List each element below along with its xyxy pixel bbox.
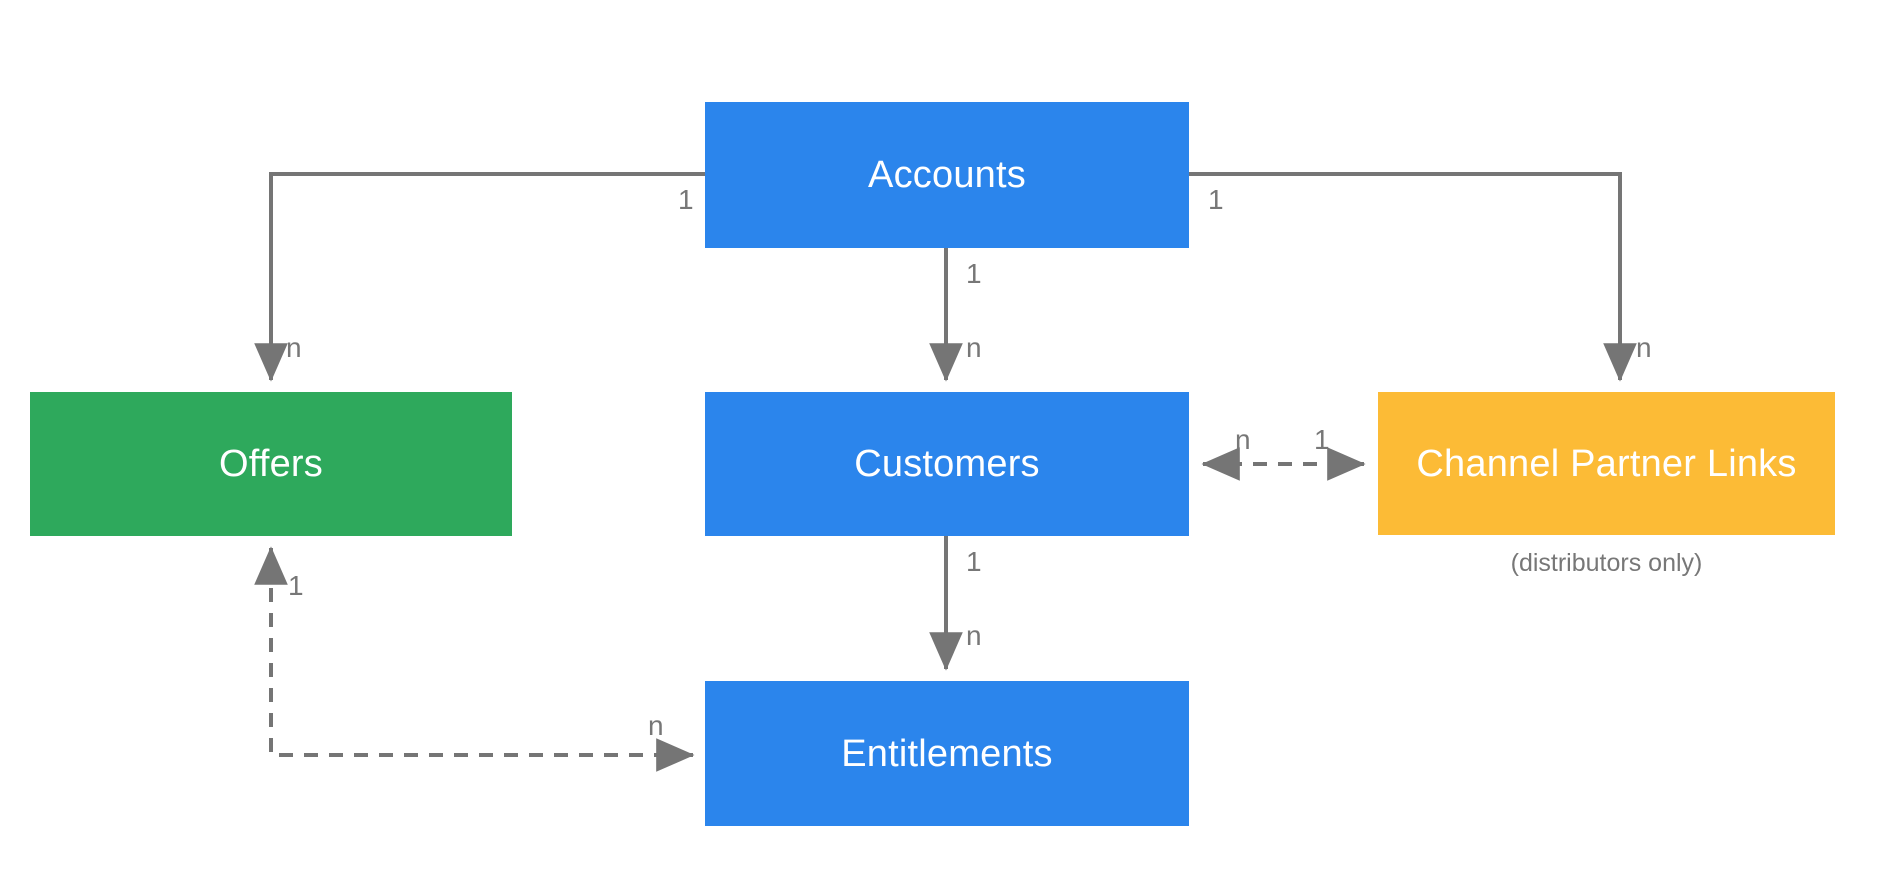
node-channel-partner-links-label: Channel Partner Links	[1416, 442, 1797, 485]
edge-label-accounts-customers-target: n	[966, 332, 982, 363]
node-offers-label: Offers	[219, 443, 323, 485]
edge-accounts-offers	[254, 172, 705, 382]
edge-label-offers-entitlements-source: 1	[288, 570, 304, 601]
edge-accounts-channel-partner-links	[1189, 172, 1637, 382]
edge-label-accounts-channel-partner-links-source: 1	[1208, 184, 1224, 215]
edge-label-accounts-channel-partner-links-target: n	[1636, 332, 1652, 363]
node-entitlements-label: Entitlements	[841, 732, 1053, 775]
node-customers-label: Customers	[854, 443, 1040, 485]
edge-label-offers-entitlements-target: n	[648, 710, 664, 741]
edge-label-customers-channel-partner-links-source: n	[1235, 424, 1251, 455]
node-entitlements[interactable]: Entitlements	[705, 681, 1189, 826]
node-channel-partner-links[interactable]: Channel Partner Links	[1378, 392, 1835, 535]
edge-label-accounts-customers-source: 1	[966, 258, 982, 289]
edge-offers-entitlements	[254, 546, 695, 772]
node-offers[interactable]: Offers	[30, 392, 512, 536]
node-accounts[interactable]: Accounts	[705, 102, 1189, 248]
edge-label-customers-channel-partner-links-target: 1	[1314, 424, 1330, 455]
edge-label-accounts-offers-target: n	[286, 332, 302, 363]
node-customers[interactable]: Customers	[705, 392, 1189, 536]
edge-label-accounts-offers-source: 1	[678, 184, 694, 215]
edge-label-customers-entitlements-target: n	[966, 620, 982, 651]
edge-label-customers-entitlements-source: 1	[966, 546, 982, 577]
node-accounts-label: Accounts	[868, 154, 1026, 196]
node-channel-partner-links-caption: (distributors only)	[1510, 549, 1703, 577]
